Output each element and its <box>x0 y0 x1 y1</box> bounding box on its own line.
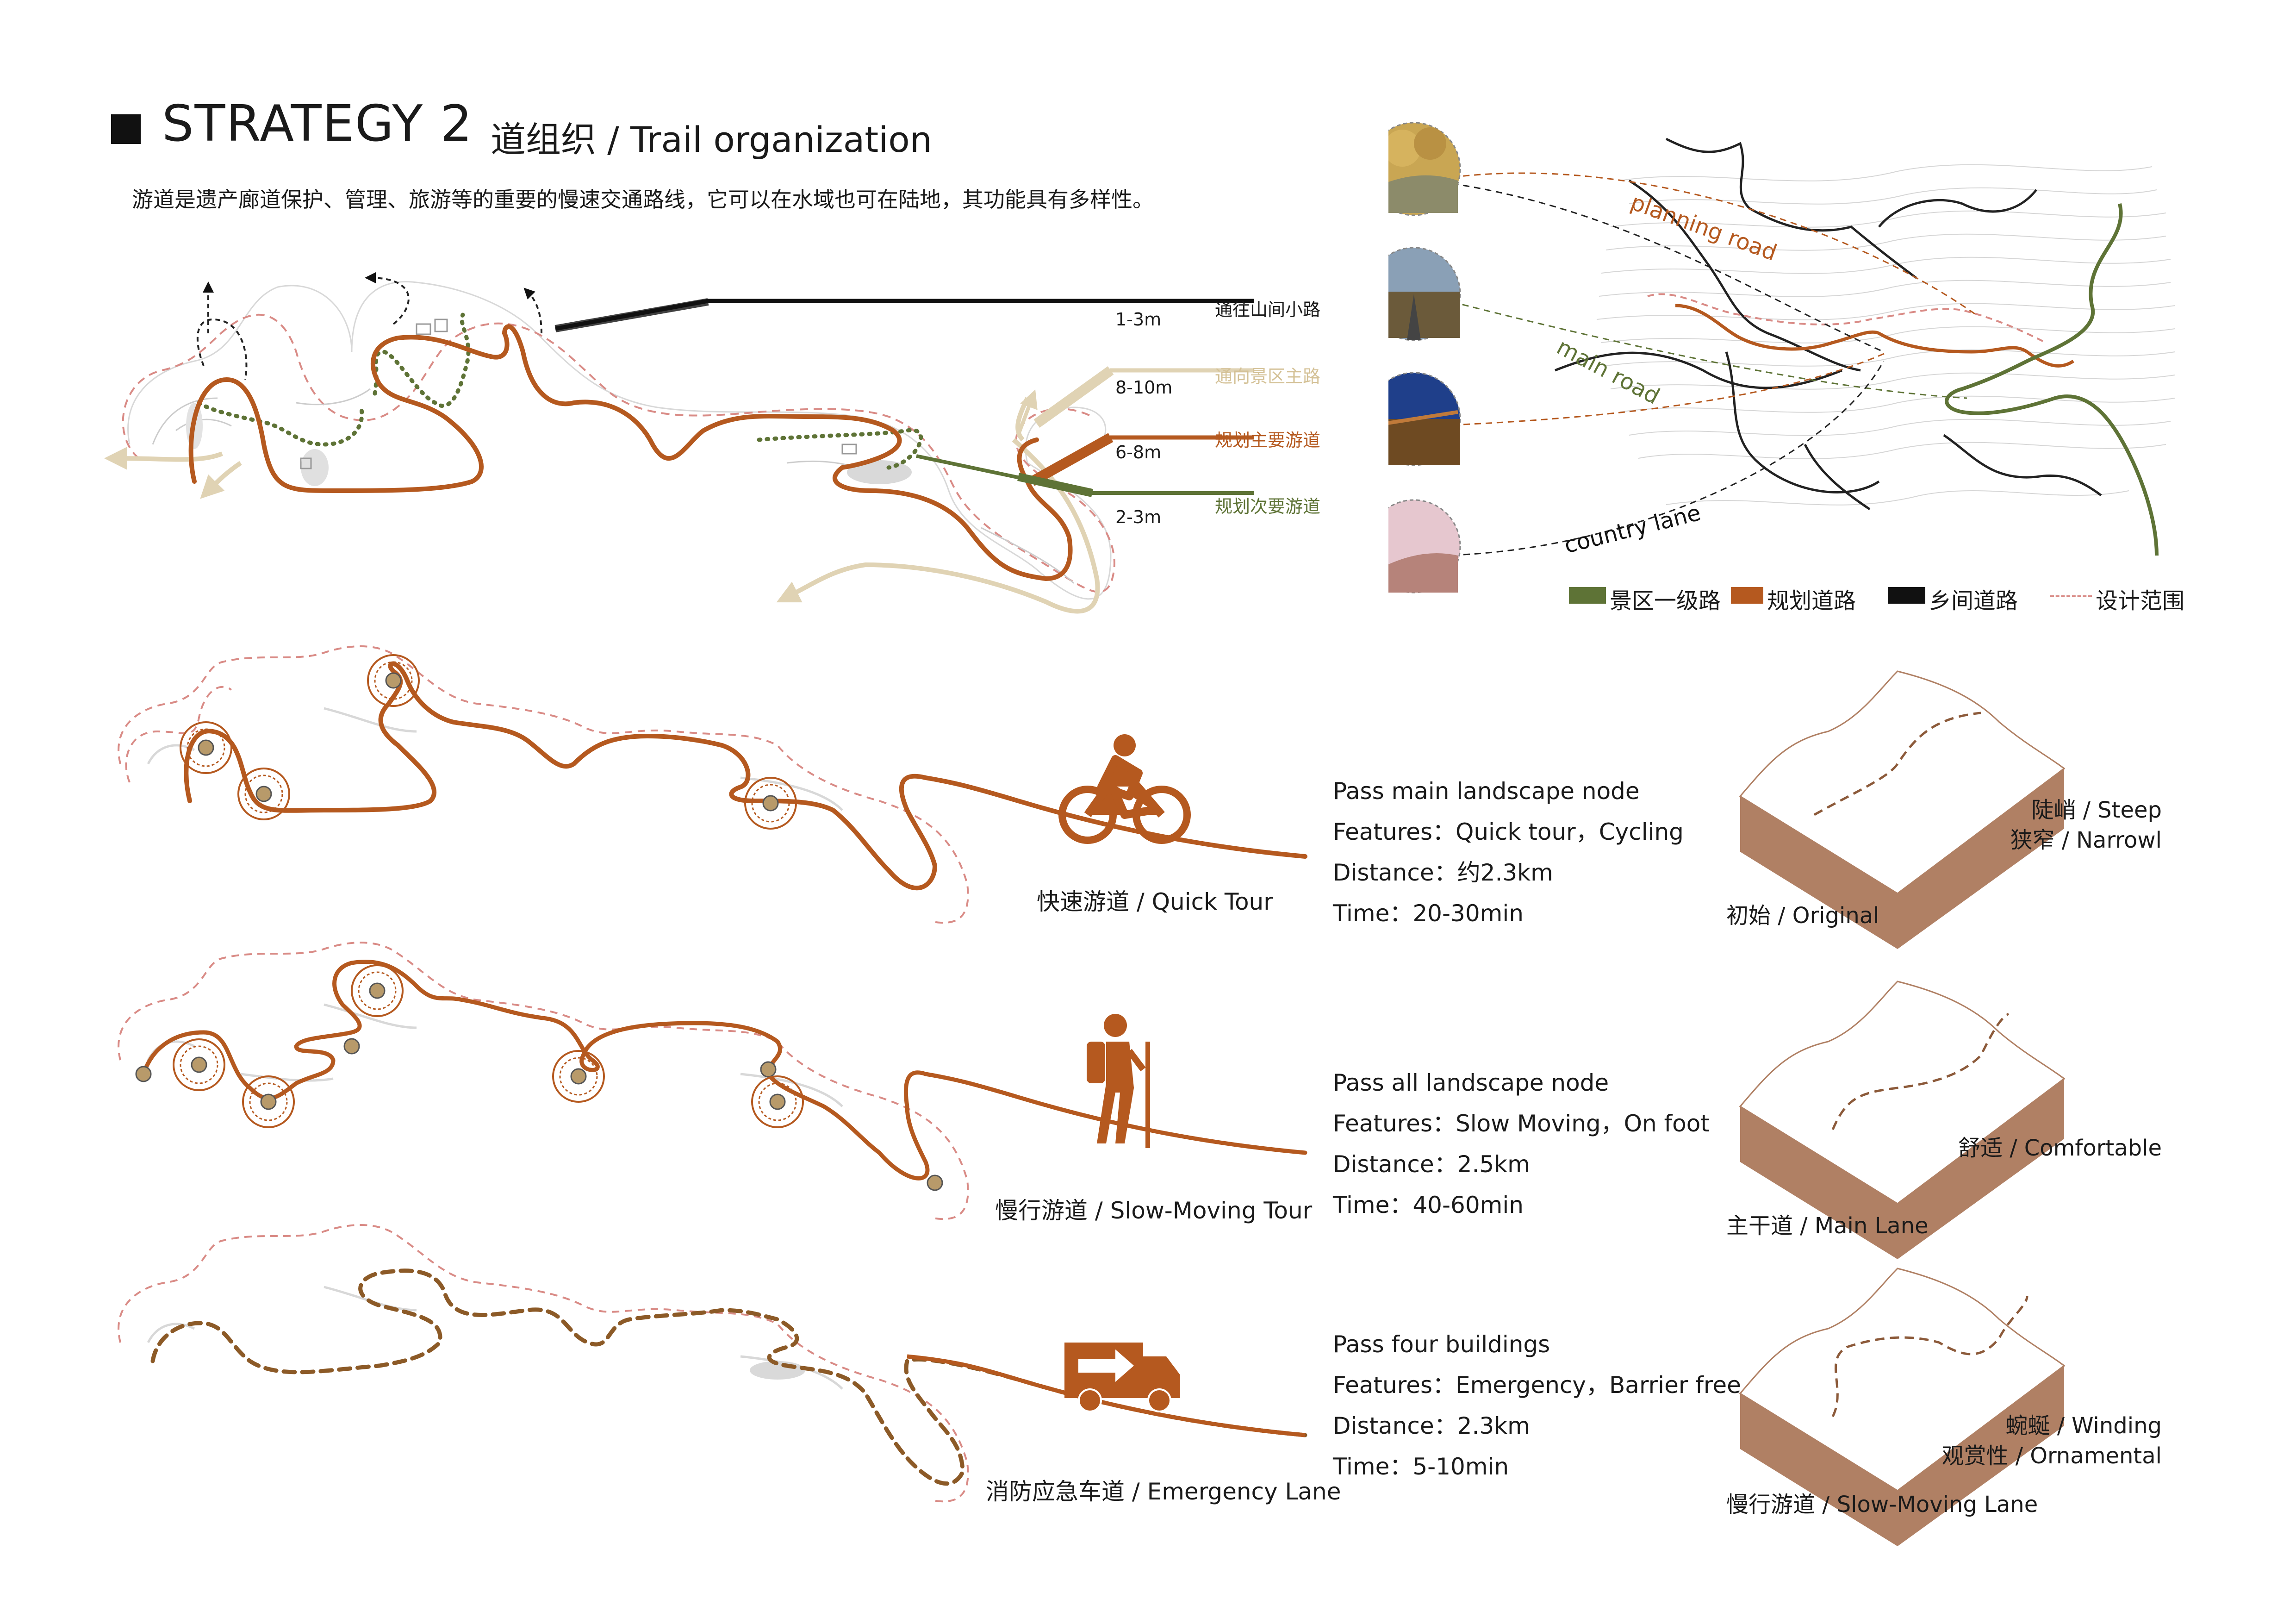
quick-tour-info: Pass main landscape node Features：Quick … <box>1333 771 1684 934</box>
callout-label-scenic-main: 通向景区主路 <box>1215 366 1321 387</box>
legend-swatch-range <box>2050 595 2092 597</box>
slow-tour-name: 慢行游道 / Slow-Moving Tour <box>995 1197 1313 1224</box>
slow-tour-info-features: Features：Slow Moving，On foot <box>1333 1110 1710 1137</box>
terrain-block-slow-lane <box>1739 1268 2066 1546</box>
emergency-lane-name: 消防应急车道 / Emergency Lane <box>986 1478 1341 1505</box>
terrain-block-original <box>1739 670 2066 949</box>
slow-tour-info-distance: Distance：2.5km <box>1333 1151 1530 1178</box>
callout-width-scenic-main: 8-10m <box>1115 377 1173 398</box>
terrain-label-winding: 蜿蜒 / Winding <box>2005 1413 2162 1439</box>
legend-label-country: 乡间道路 <box>1929 588 2018 614</box>
legend-label-range: 设计范围 <box>2096 588 2185 614</box>
map-label-main-road: main road <box>1552 334 1664 410</box>
slow-tour-info-time: Time：40-60min <box>1333 1192 1524 1218</box>
legend-swatch-scenic <box>1569 587 1606 604</box>
title-square-icon <box>111 114 141 144</box>
quick-tour-name: 快速游道 / Quick Tour <box>1037 888 1273 915</box>
terrain-label-slow-lane: 慢行游道 / Slow-Moving Lane <box>1726 1492 2038 1518</box>
trail-callouts <box>554 298 1254 497</box>
callout-width-mountain-path: 1-3m <box>1115 309 1162 330</box>
top-trail-plan <box>104 272 1115 614</box>
legend-label-scenic: 景区一级路 <box>1610 588 1721 614</box>
quick-tour-info-features: Features：Quick tour，Cycling <box>1333 818 1684 845</box>
terrain-label-ornamental: 观赏性 / Ornamental <box>1941 1443 2162 1469</box>
emergency-lane-info-time: Time：5-10min <box>1333 1453 1509 1480</box>
emergency-lane-info-node: Pass four buildings <box>1333 1331 1550 1358</box>
callout-width-planned-main: 6-8m <box>1115 442 1162 462</box>
map-contours <box>1596 164 2176 506</box>
quick-tour-info-node: Pass main landscape node <box>1333 778 1640 805</box>
quick-tour-info-time: Time：20-30min <box>1333 900 1524 927</box>
terrain-label-narrow: 狭窄 / Narrowl <box>2010 827 2162 853</box>
terrain-label-steep: 陡峭 / Steep <box>2031 797 2162 823</box>
photo-highway <box>1388 247 1461 341</box>
emergency-lane-info-distance: Distance：2.3km <box>1333 1412 1530 1439</box>
photo-fence-road <box>1388 372 1461 466</box>
quick-tour-plan <box>118 645 1307 924</box>
truck-icon <box>1064 1343 1180 1412</box>
hiker-icon <box>1087 1014 1150 1148</box>
emergency-lane-info: Pass four buildings Features：Emergency，B… <box>1333 1324 1741 1487</box>
cyclist-icon <box>1058 734 1191 844</box>
terrain-label-comfortable: 舒适 / Comfortable <box>1958 1135 2162 1161</box>
emergency-lane-info-features: Features：Emergency，Barrier free <box>1333 1372 1741 1399</box>
page-subtitle: 道组织 / Trail organization <box>491 119 932 160</box>
slow-tour-plan <box>118 942 1307 1220</box>
terrain-label-original: 初始 / Original <box>1726 903 1879 929</box>
tour-rows <box>118 645 2066 1546</box>
map-label-country-lane: country lane <box>1562 500 1703 558</box>
quick-tour-info-distance: Distance：约2.3km <box>1333 859 1553 886</box>
terrain-label-main-lane: 主干道 / Main Lane <box>1726 1213 1929 1239</box>
slow-tour-info: Pass all landscape node Features：Slow Mo… <box>1333 1062 1710 1225</box>
legend-label-planned: 规划道路 <box>1767 588 1856 614</box>
legend-swatch-planned <box>1731 587 1763 604</box>
slow-tour-info-node: Pass all landscape node <box>1333 1069 1609 1096</box>
site-map: planning road main road country lane <box>1388 122 2176 593</box>
callout-label-mountain-path: 通往山间小路 <box>1215 300 1321 320</box>
emergency-lane-plan <box>118 1224 1307 1503</box>
callout-width-planned-secondary: 2-3m <box>1115 507 1162 527</box>
intro-text: 游道是遗产廊道保护、管理、旅游等的重要的慢速交通路线，它可以在水域也可在陆地，其… <box>132 187 1154 212</box>
callout-label-planned-secondary: 规划次要游道 <box>1215 496 1321 517</box>
photo-blossom-path <box>1388 499 1461 593</box>
legend-swatch-country <box>1888 587 1925 604</box>
terrain-block-main-lane <box>1739 981 2066 1259</box>
page-title: STRATEGY 2 <box>162 95 473 153</box>
map-label-planning-road: planning road <box>1627 189 1780 266</box>
photo-autumn-road <box>1388 122 1461 216</box>
callout-label-planned-main: 规划主要游道 <box>1215 430 1321 450</box>
